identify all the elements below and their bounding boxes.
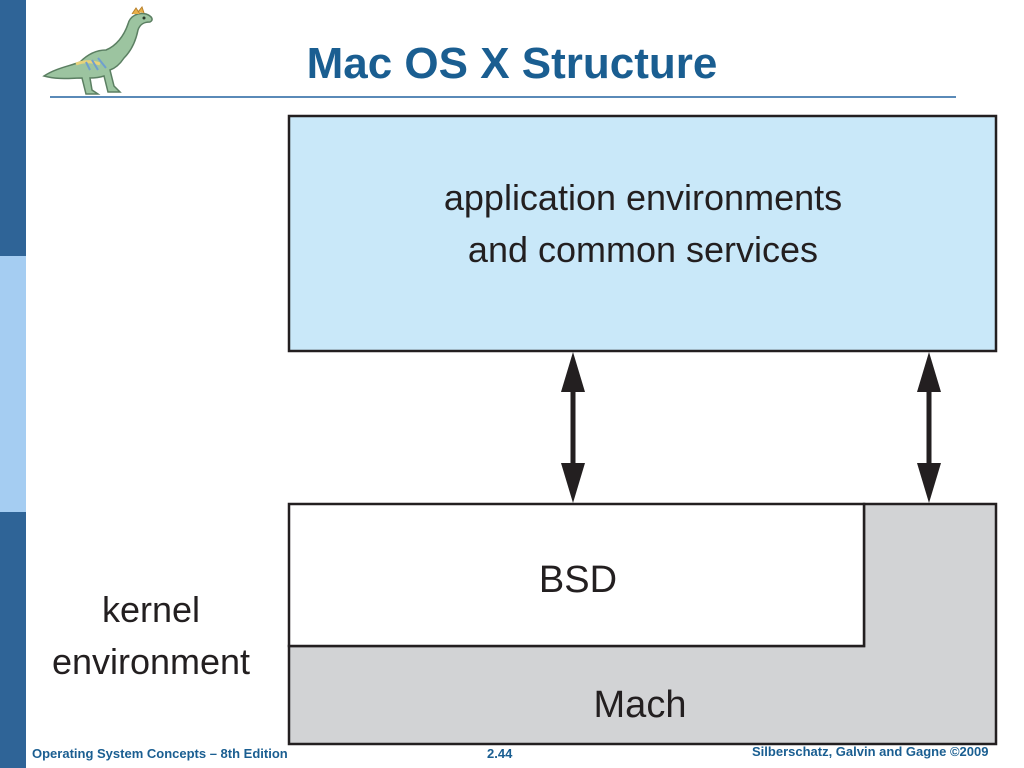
footer-authors: Silberschatz, Galvin and Gagne ©2009 xyxy=(752,744,989,759)
application-layer-label-line2: and common services xyxy=(467,229,819,270)
application-layer-label-line1: application environments xyxy=(443,177,843,218)
kernel-label-line1: kernel xyxy=(101,589,201,630)
mach-connection-arrow xyxy=(917,352,941,503)
kernel-label-line2: environment xyxy=(51,641,251,682)
bsd-label: BSD xyxy=(538,559,618,601)
side-bar-top xyxy=(0,0,26,256)
bsd-layer-box xyxy=(287,502,866,648)
kernel-environment-label: kernel environment xyxy=(36,584,266,688)
mach-label: Mach xyxy=(593,684,687,726)
side-bar-bottom xyxy=(0,512,26,768)
dinosaur-logo-icon xyxy=(42,6,153,95)
application-layer-box xyxy=(287,114,998,353)
footer-book-title: Operating System Concepts – 8th Edition xyxy=(32,746,288,761)
side-bar-middle xyxy=(0,256,26,512)
footer-page-number: 2.44 xyxy=(487,746,513,761)
slide-title: Mac OS X Structure xyxy=(306,39,718,88)
title-divider xyxy=(50,96,956,98)
application-layer-label: application environments and common serv… xyxy=(290,172,996,276)
bsd-connection-arrow xyxy=(561,352,585,503)
